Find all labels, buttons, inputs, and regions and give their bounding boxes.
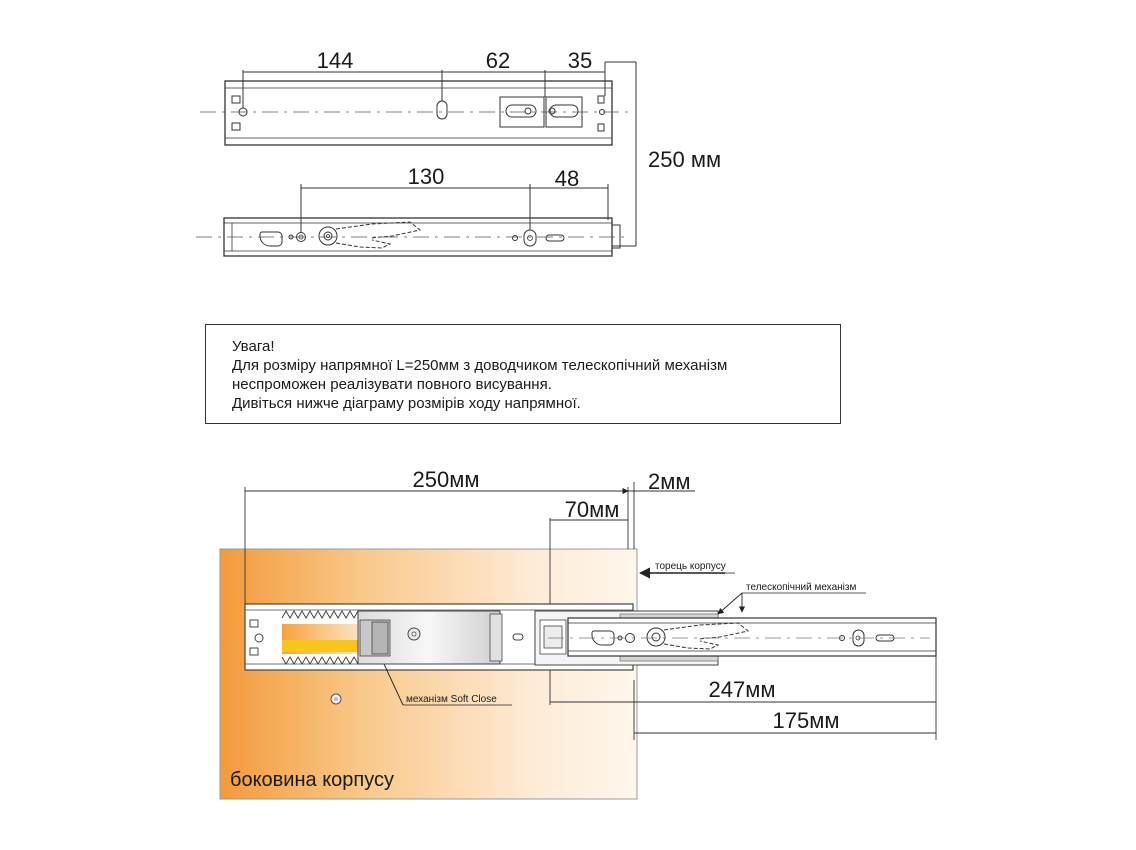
spring-top [281, 610, 359, 619]
dim-247mm-label: 247мм [709, 677, 776, 702]
cabinet-side-panel-label: боковина корпусу [230, 769, 394, 791]
warning-note: Увага! Для розміру напрямної L=250мм з д… [205, 324, 841, 424]
soft-close-housing [357, 610, 503, 665]
warning-note-title: Увага! [232, 338, 275, 355]
inner-rail [567, 617, 937, 657]
telescopic-label: телескопічний механізм [746, 582, 856, 593]
soft-close-leader [383, 663, 404, 706]
dim-144-label: 144 [317, 48, 354, 73]
telescopic-leader-1 [717, 592, 743, 615]
warning-note-line-3: Дивіться нижче діаграму розмірів ходу на… [232, 395, 581, 412]
cabinet-end-label: торець корпусу [655, 561, 726, 572]
second-rail-dimensions [300, 184, 609, 233]
top-rail-dimensions [242, 61, 637, 247]
dim-70mm-label: 70мм [565, 497, 620, 522]
soft-close-spring-yellow [282, 640, 358, 652]
soft-close-label: механізм Soft Close [406, 694, 497, 705]
outer-rail-oblong-hole [512, 633, 524, 641]
dim-250mm-label: 250мм [413, 467, 480, 492]
dim-2mm-label: 2мм [648, 469, 691, 494]
warning-note-line-2: неспроможен реалізувати повного висуванн… [232, 376, 552, 393]
cabinet-side-panel [219, 548, 638, 800]
dim-175mm-label: 175мм [773, 708, 840, 733]
dim-35-label: 35 [568, 48, 592, 73]
panel-screw-center [334, 697, 338, 701]
dim-130-label: 130 [408, 164, 445, 189]
spring-bottom [281, 656, 359, 665]
top-rail-profile [224, 80, 613, 146]
dim-250-label: 250 мм [648, 147, 721, 172]
warning-note-line-1: Для розміру напрямної L=250мм з доводчик… [232, 357, 728, 374]
dim-48-label: 48 [555, 166, 579, 191]
bottom-dimensions [244, 482, 937, 740]
dim-62-label: 62 [486, 48, 510, 73]
